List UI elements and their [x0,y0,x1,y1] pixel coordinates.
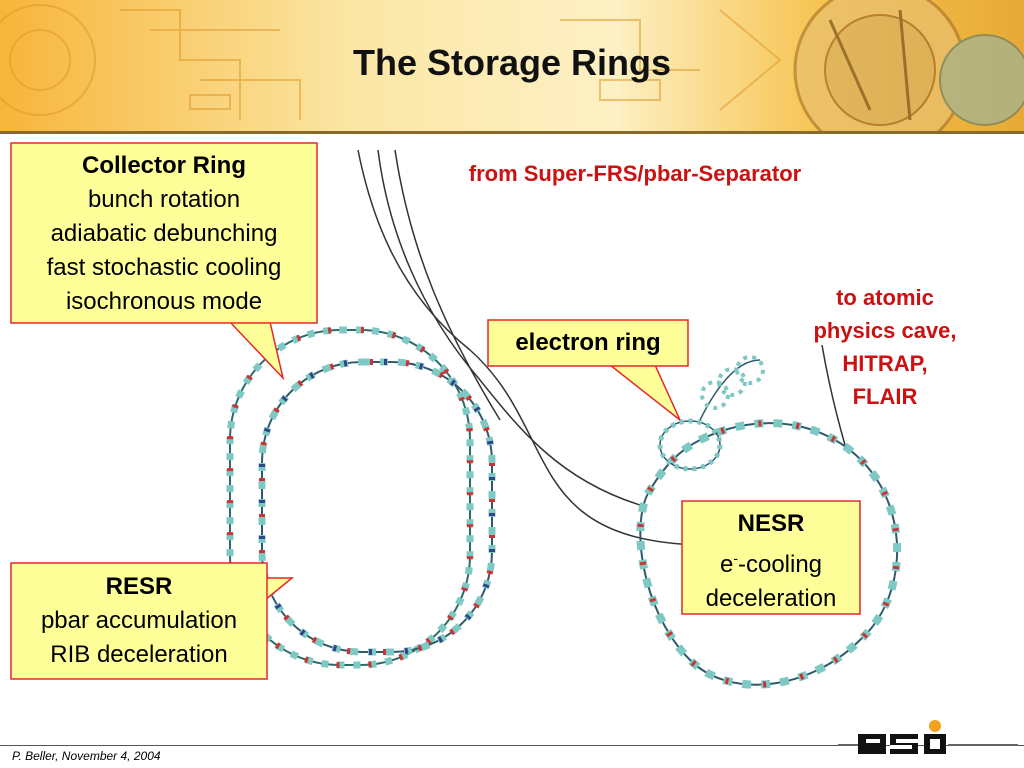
footer-divider [0,745,1024,746]
electron-ring [657,355,765,472]
beamline-middle [377,149,641,506]
resr-heading: RESR [105,573,173,600]
resr-line: pbar accumulation [40,607,238,634]
collector-ring-heading: Collector Ring [81,152,246,179]
collector-ring-line: fast stochastic cooling [46,254,282,281]
resr-line: RIB deceleration [50,641,228,668]
nesr-e-sup: - [733,550,738,566]
nesr-text: NESR e--cooling deceleration [682,507,860,616]
from-super-frs-label: from Super-FRS/pbar-Separator [468,161,802,186]
nesr-line-deceleration: deceleration [705,585,837,612]
nesr-line-cooling: e--cooling [682,541,860,582]
nesr-heading: NESR [737,510,805,537]
to-atomic-line: to atomic [836,285,934,310]
electron-ring-callout [487,319,689,421]
to-atomic-line: HITRAP, [842,351,928,376]
collector-ring-line: adiabatic debunching [50,220,278,247]
beamline-to-atomic [821,344,846,446]
beam-lines [357,149,846,546]
electron-ring-text: electron ring [488,326,688,360]
to-atomic-physics-label: to atomic physics cave, HITRAP, FLAIR [780,281,990,413]
collector-ring-line: bunch rotation [87,186,241,213]
resr-callout [10,562,295,680]
resr-ring [258,358,496,656]
collector-ring [226,326,474,669]
nesr-e: e [719,551,734,578]
title-banner: The Storage Rings [0,0,1024,134]
resr-text: RESR pbar accumulation RIB deceleration [11,570,267,672]
nesr-callout [681,500,861,615]
footer-author-date: P. Beller, November 4, 2004 [12,749,161,763]
storage-rings-diagram [10,142,902,689]
to-atomic-line: physics cave, [813,318,957,343]
collector-ring-callout [10,142,318,381]
to-atomic-line: FLAIR [852,384,918,409]
beamline-right [394,149,501,421]
nesr-cooling: -cooling [737,551,823,578]
gsi-logo [838,720,1018,754]
collector-ring-text: Collector Ring bunch rotation adiabatic … [11,149,317,319]
page-title: The Storage Rings [352,42,672,83]
electron-ring-heading: electron ring [515,329,661,356]
nesr-ring [636,419,902,689]
beamline-left [357,149,701,546]
banner-background [0,0,1024,134]
collector-ring-line: isochronous mode [65,288,263,315]
